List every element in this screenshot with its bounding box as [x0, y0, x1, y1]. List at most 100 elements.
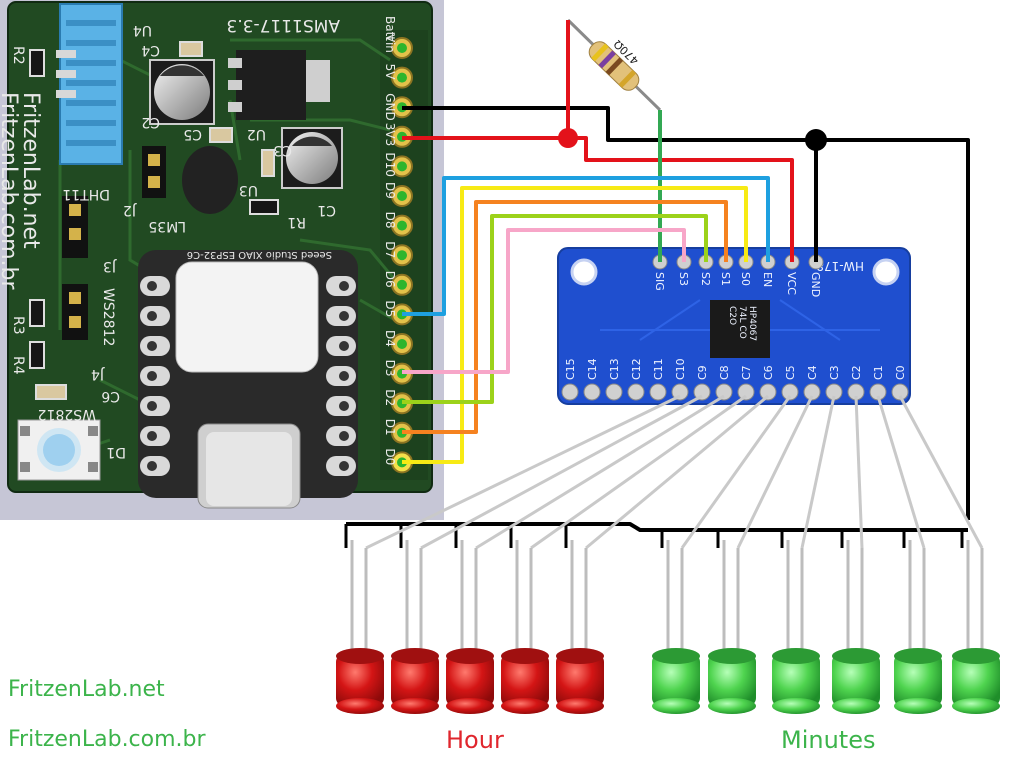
header-pin-core	[397, 250, 407, 261]
channel-wire	[800, 395, 836, 549]
xiao-pad-hole	[147, 461, 157, 471]
header-pin-label: 5V	[383, 64, 397, 81]
header-pin-core	[397, 339, 407, 349]
ref-c6: C6	[101, 388, 120, 404]
wire-lime-s2	[402, 214, 708, 404]
mux-top-pin-label: EN	[761, 272, 774, 287]
ref-d1: D1	[106, 444, 126, 460]
smd-components	[29, 41, 279, 400]
mux-bottom-pin	[781, 383, 799, 401]
mux-chip-line-2: 74L CO	[737, 306, 747, 339]
mux-bottom-pin-label: C8	[718, 365, 731, 380]
hour-led	[391, 540, 439, 714]
ref-j4: J4	[91, 366, 105, 382]
mux-bottom-pin	[671, 383, 689, 401]
channel-wire	[585, 394, 769, 550]
xiao-pad-hole	[147, 371, 157, 381]
minute-led	[894, 540, 942, 714]
xiao-pad-hole	[339, 341, 349, 351]
header-pin-label: D3	[383, 360, 397, 377]
xiao-silk-label: Seeed Studio XIAO ESP32-C6	[187, 249, 332, 260]
mux-bottom-pin-label: C14	[586, 358, 599, 380]
mux-chip-line-1: HP4067	[747, 306, 757, 341]
ref-c2: C2	[141, 114, 160, 130]
junction-3v3	[558, 128, 578, 148]
channel-wires	[365, 394, 984, 550]
channel-wire	[680, 395, 792, 549]
mux-bottom-pin-label: C7	[740, 365, 753, 380]
xiao-pad-hole	[339, 311, 349, 321]
footer-brand-net: FritzenLab.net	[8, 677, 165, 702]
mux-bottom-pin-label: C4	[806, 365, 819, 380]
xiao-pad-hole	[147, 281, 157, 291]
xiao-pad-hole	[147, 311, 157, 321]
xiao-pad-hole	[147, 401, 157, 411]
mux-bottom-pin	[715, 383, 733, 401]
ref-c3: C3	[273, 142, 292, 158]
ref-c1: C1	[317, 202, 336, 218]
xiao-pad-hole	[339, 281, 349, 291]
ref-u2: U2	[247, 126, 266, 142]
header-pin-core	[397, 72, 407, 83]
hour-led	[556, 540, 604, 714]
mux-bottom-pin-label: C13	[608, 358, 621, 380]
channel-wire	[530, 394, 747, 550]
channel-wire	[365, 394, 681, 550]
minute-led	[832, 540, 880, 714]
header-pin-label: D10	[383, 152, 397, 177]
xiao-pad-hole	[339, 401, 349, 411]
ref-dht11: DHT11	[62, 186, 110, 202]
ref-u3: U3	[239, 182, 258, 198]
ref-c5: C5	[183, 126, 202, 142]
mux-bottom-pin-label: C12	[630, 358, 643, 380]
brand-br-silk: FritzenLab.com.br	[0, 92, 21, 291]
header-pin-label: D2	[383, 389, 397, 406]
mux-bottom-pin-label: C11	[652, 358, 665, 380]
wire-yellow-s0	[402, 186, 748, 464]
ref-u4: U4	[133, 22, 152, 38]
ams1117-regulator	[228, 50, 330, 120]
xiao-pad-hole	[339, 371, 349, 381]
wire-orange-s1	[402, 200, 728, 434]
pcb-silkscreen: AMS1117-3.3 FritzenLab.net FritzenLab.co…	[0, 15, 340, 460]
mux-bottom-pin	[891, 383, 909, 401]
mux-bottom-pin-label: C0	[894, 365, 907, 380]
mux-bottom-pin	[627, 383, 645, 401]
ref-r4: R4	[10, 356, 26, 375]
led-array	[336, 540, 1000, 714]
led-ground-drops	[344, 524, 964, 548]
mux-top-pin-label: VCC	[785, 272, 798, 295]
header-pin-label: Batt	[383, 16, 397, 41]
header-pin-label: Vin	[383, 34, 397, 53]
header-pin-core	[397, 161, 407, 172]
xiao-pad-hole	[147, 431, 157, 441]
ref-j3: J3	[103, 258, 117, 274]
channel-wire	[898, 395, 984, 549]
mux-bottom-pin	[737, 383, 755, 401]
header-pin-label: D5	[383, 300, 397, 317]
header-pin-core	[397, 279, 407, 290]
channel-wire	[475, 394, 725, 550]
xiao-pad-hole	[147, 341, 157, 351]
mux-top-pin-label: S0	[739, 272, 752, 286]
header-pin-label: D9	[383, 182, 397, 199]
header-pin-label: D6	[383, 271, 397, 288]
ref-ws-top: WS2812	[100, 288, 116, 346]
header-pin-label: D7	[383, 241, 397, 258]
channel-wire	[736, 395, 814, 549]
xiao-pad-hole	[339, 461, 349, 471]
mux-name: HW-178	[816, 259, 864, 273]
hour-led	[501, 540, 549, 714]
wire-3v3-vcc	[568, 136, 794, 262]
ref-j2: J2	[123, 202, 137, 218]
minute-led	[952, 540, 1000, 714]
junction-gnd	[805, 129, 827, 151]
header-pin-label: 3V3	[383, 123, 397, 146]
ref-c4: C4	[141, 42, 160, 58]
dht11-sensor	[56, 3, 123, 165]
ams1117-label: AMS1117-3.3	[226, 15, 340, 35]
channel-wire	[854, 395, 864, 549]
mux-bottom-pin-label: C5	[784, 365, 797, 380]
